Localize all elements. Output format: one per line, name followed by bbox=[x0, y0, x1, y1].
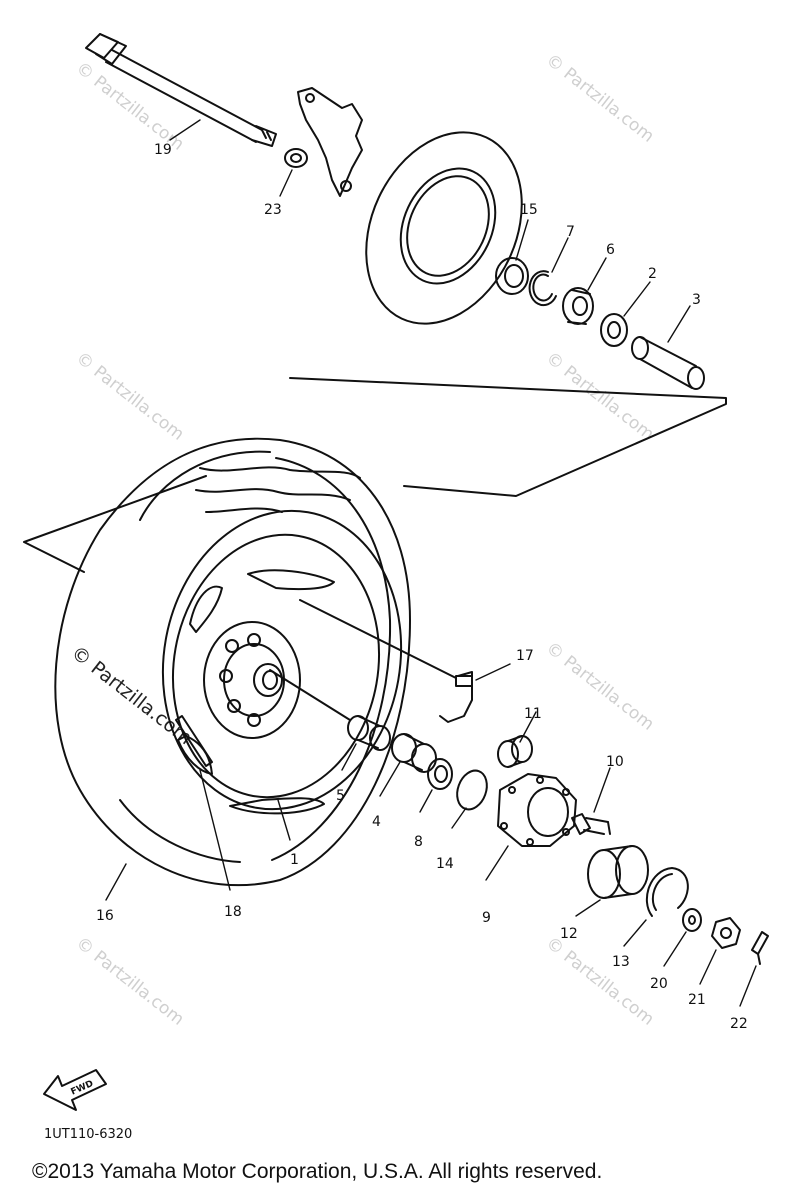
callout-17: 17 bbox=[516, 648, 534, 664]
watermark: © Partzilla.com bbox=[72, 348, 188, 445]
callout-11: 11 bbox=[524, 706, 542, 722]
callout-1: 1 bbox=[290, 852, 299, 868]
spacer-part-3 bbox=[631, 336, 705, 390]
callout-9: 9 bbox=[482, 910, 491, 926]
watermark: © Partzilla.com bbox=[542, 638, 658, 735]
watermark: © Partzilla.com bbox=[542, 933, 658, 1030]
oil-seal-part-15 bbox=[495, 257, 529, 295]
valve-part-17 bbox=[299, 599, 473, 723]
seal-part-8 bbox=[427, 758, 453, 790]
hub-flange-part-9 bbox=[497, 773, 577, 847]
callout-21: 21 bbox=[688, 992, 706, 1008]
cotter-pin-part-22 bbox=[751, 931, 769, 965]
callout-22: 22 bbox=[730, 1016, 748, 1032]
brake-disc bbox=[365, 131, 523, 325]
valve-part-18 bbox=[175, 715, 213, 767]
collar-part-23 bbox=[284, 148, 308, 168]
callout-16: 16 bbox=[96, 908, 114, 924]
callout-8: 8 bbox=[414, 834, 423, 850]
callout-5: 5 bbox=[336, 788, 345, 804]
callout-23: 23 bbox=[264, 202, 282, 218]
washer-part-20 bbox=[682, 908, 702, 932]
callout-14: 14 bbox=[436, 856, 454, 872]
diagram-part-code: 1UT110-6320 bbox=[44, 1127, 132, 1142]
wheel-part-1 bbox=[161, 509, 403, 815]
watermarks: © Partzilla.com © Partzilla.com © Partzi… bbox=[67, 50, 658, 1030]
watermark: © Partzilla.com bbox=[542, 348, 658, 445]
callout-7: 7 bbox=[566, 224, 575, 240]
watermark: © Partzilla.com bbox=[67, 642, 196, 750]
watermark: © Partzilla.com bbox=[542, 50, 658, 147]
caliper-bracket bbox=[297, 87, 363, 197]
callout-12: 12 bbox=[560, 926, 578, 942]
leader-lines bbox=[105, 119, 757, 1007]
collar-part-5 bbox=[347, 715, 391, 751]
collar-part-11 bbox=[497, 735, 533, 768]
callout-2: 2 bbox=[648, 266, 657, 282]
callout-4: 4 bbox=[372, 814, 381, 830]
circlip-part-13 bbox=[645, 867, 689, 917]
callout-6: 6 bbox=[606, 242, 615, 258]
watermark: © Partzilla.com bbox=[72, 933, 188, 1030]
callout-3: 3 bbox=[692, 292, 701, 308]
o-ring-part-14 bbox=[456, 769, 488, 811]
bearing-part-4 bbox=[391, 733, 437, 773]
callout-15: 15 bbox=[520, 202, 538, 218]
callout-numbers: 1 2 3 4 5 6 7 8 9 10 11 12 13 14 15 16 1… bbox=[96, 142, 748, 1032]
callout-20: 20 bbox=[650, 976, 668, 992]
callout-13: 13 bbox=[612, 954, 630, 970]
callout-19: 19 bbox=[154, 142, 172, 158]
fwd-arrow-icon: FWD bbox=[43, 1069, 107, 1111]
nut-part-21 bbox=[711, 917, 741, 949]
bearing-part-6 bbox=[562, 287, 594, 325]
callout-10: 10 bbox=[606, 754, 624, 770]
callout-18: 18 bbox=[224, 904, 242, 920]
tire-part-16 bbox=[54, 437, 411, 887]
axle-part-19 bbox=[85, 33, 277, 147]
circlip-part-7 bbox=[528, 270, 557, 307]
assembly-boundary bbox=[23, 377, 727, 573]
sleeve-part-12 bbox=[587, 845, 649, 899]
bolt-part-10 bbox=[571, 813, 611, 835]
copyright-notice: ©2013 Yamaha Motor Corporation, U.S.A. A… bbox=[32, 1160, 603, 1183]
bearing-part-2 bbox=[600, 313, 628, 347]
